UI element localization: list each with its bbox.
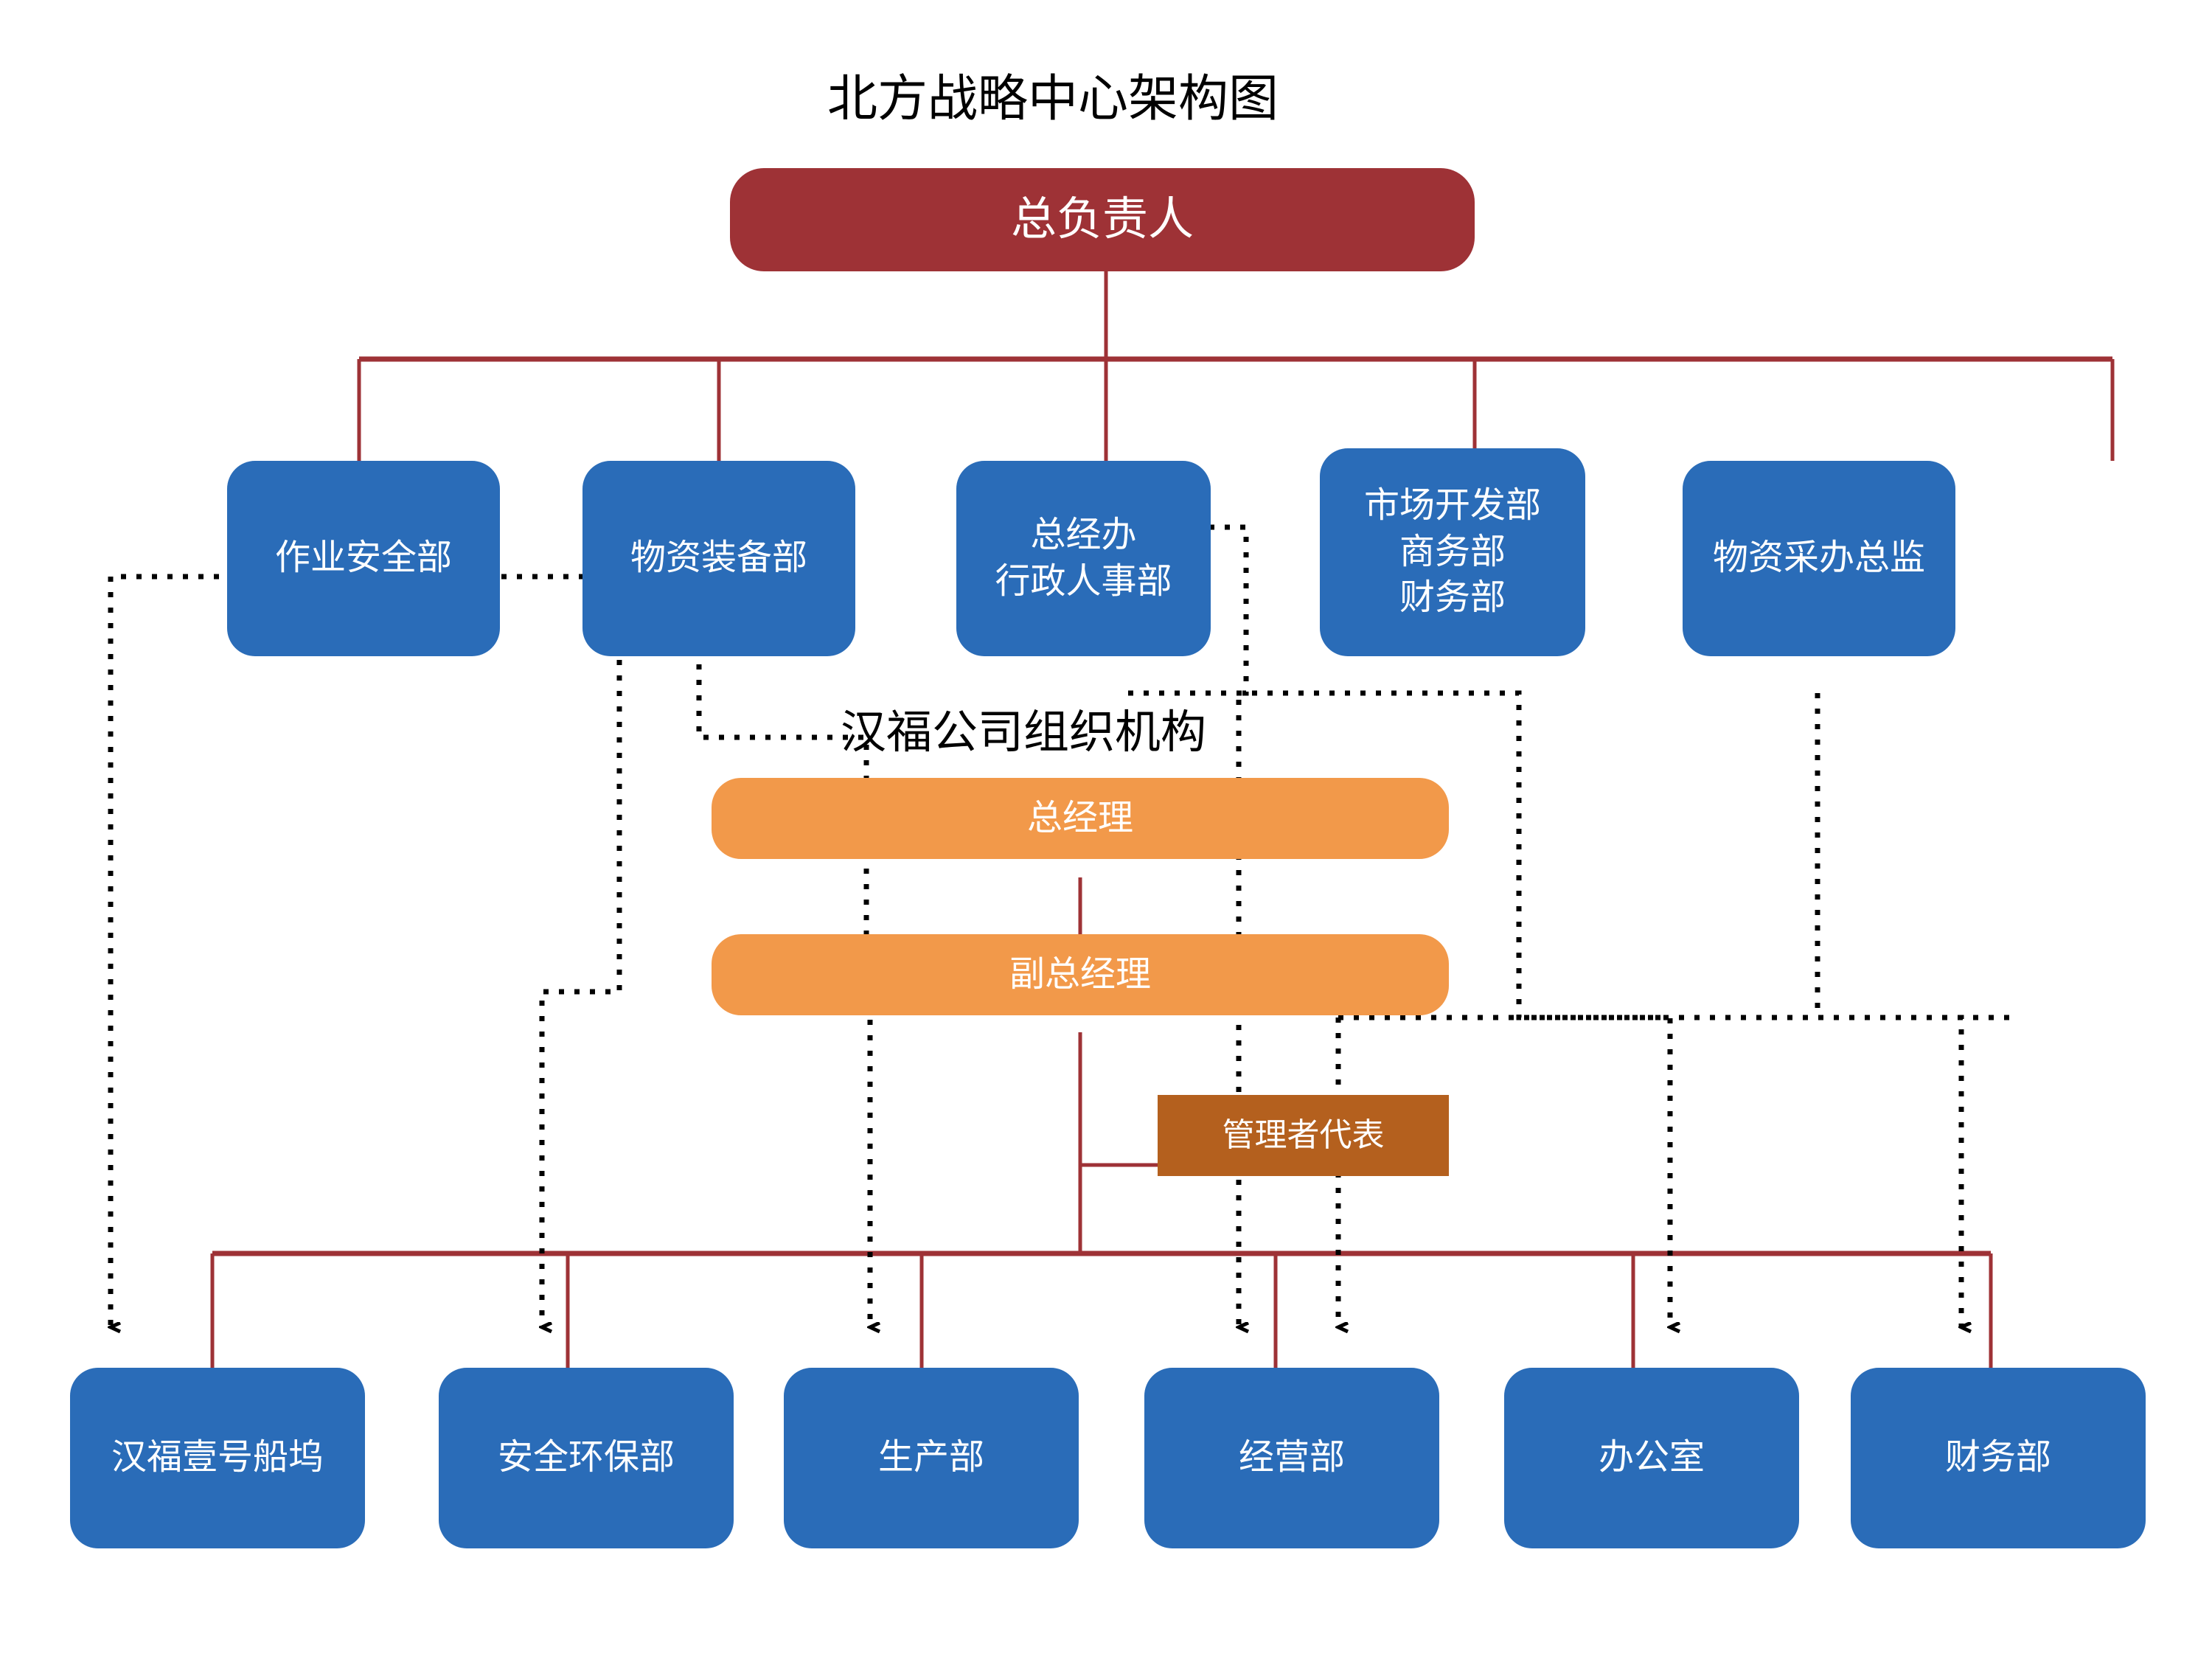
dotted-safety-to-env bbox=[501, 574, 622, 1327]
node-gm-office-admin-hr-dept[interactable]: 总经办 行政人事部 bbox=[956, 461, 1211, 656]
node-finance-dept[interactable]: 财务部 bbox=[1851, 1368, 2146, 1548]
node-deputy-general-manager[interactable]: 副总经理 bbox=[712, 934, 1449, 1015]
secondary-title: 汉福公司组织机构 bbox=[841, 707, 1207, 758]
node-market-business-finance-dept[interactable]: 市场开发部 商务部 财务部 bbox=[1320, 448, 1585, 656]
node-hanfu-no1-dock[interactable]: 汉福壹号船坞 bbox=[70, 1368, 365, 1548]
node-operations-dept[interactable]: 经营部 bbox=[1144, 1368, 1439, 1548]
node-chief-officer[interactable]: 总负责人 bbox=[730, 168, 1475, 271]
dotted-safety-to-dock bbox=[111, 574, 234, 1327]
node-administration-office[interactable]: 办公室 bbox=[1504, 1368, 1799, 1548]
edge-dgm-to-mgrrep bbox=[1078, 1032, 1158, 1167]
node-operations-safety-dept[interactable]: 作业安全部 bbox=[227, 461, 500, 656]
node-management-representative[interactable]: 管理者代表 bbox=[1158, 1095, 1449, 1176]
node-safety-environment-dept[interactable]: 安全环保部 bbox=[439, 1368, 734, 1548]
dotted-procure-to-finance bbox=[1815, 693, 1961, 1327]
node-general-manager[interactable]: 总经理 bbox=[712, 778, 1449, 859]
dotted-gmoffice-to-operations bbox=[1209, 524, 1246, 1327]
node-production-dept[interactable]: 生产部 bbox=[784, 1368, 1079, 1548]
node-procurement-director[interactable]: 物资采办总监 bbox=[1683, 461, 1955, 656]
main-title: 北方战略中心架构图 bbox=[827, 71, 1279, 127]
node-materials-equipment-dept[interactable]: 物资装备部 bbox=[582, 461, 855, 656]
